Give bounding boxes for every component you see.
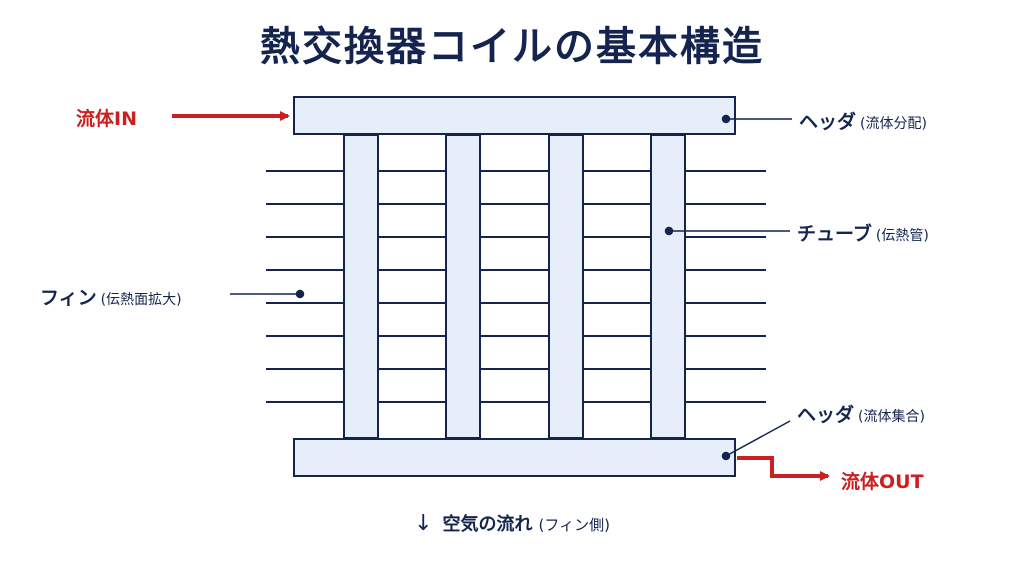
- fin-label: フィン(伝熱面拡大): [40, 283, 182, 310]
- tube-2: [445, 134, 481, 439]
- fin-sub: (伝熱面拡大): [100, 292, 182, 308]
- tube-sub: (伝熱管): [875, 228, 929, 244]
- header-top: [293, 96, 736, 135]
- page-title: 熱交換器コイルの基本構造: [260, 24, 764, 70]
- leader-header-bottom: [725, 420, 791, 457]
- tube-label: チューブ(伝熱管): [797, 219, 929, 246]
- outlet-label: 流体OUT: [841, 471, 924, 493]
- leader-dot: [721, 114, 731, 124]
- outlet-arrow: [737, 456, 830, 481]
- header-bottom-name: ヘッダ: [797, 404, 855, 426]
- airflow-caption: ↓ 空気の流れ (フィン側): [0, 510, 1024, 536]
- inlet-label: 流体IN: [76, 108, 137, 130]
- tube-4: [650, 134, 686, 439]
- tube-1: [343, 134, 379, 439]
- fins: [266, 170, 766, 403]
- tube-name: チューブ: [797, 223, 872, 245]
- leader-dot: [721, 451, 731, 461]
- header-top-name: ヘッダ: [799, 111, 857, 133]
- leader-dot: [295, 289, 305, 299]
- header-top-sub: (流体分配): [860, 116, 927, 132]
- header-bottom-sub: (流体集合): [858, 409, 925, 425]
- tube-3: [548, 134, 584, 439]
- header-bottom: [293, 438, 736, 477]
- airflow-sub: (フィン側): [538, 516, 610, 534]
- fin-name: フィン: [40, 287, 97, 309]
- header-top-label: ヘッダ(流体分配): [799, 107, 927, 134]
- airflow-label: 空気の流れ: [442, 514, 533, 535]
- header-bottom-label: ヘッダ(流体集合): [797, 400, 925, 427]
- down-arrow-icon: ↓: [414, 511, 433, 536]
- leader-dot: [664, 226, 674, 236]
- tubes: [343, 134, 686, 439]
- leaders: [230, 114, 792, 461]
